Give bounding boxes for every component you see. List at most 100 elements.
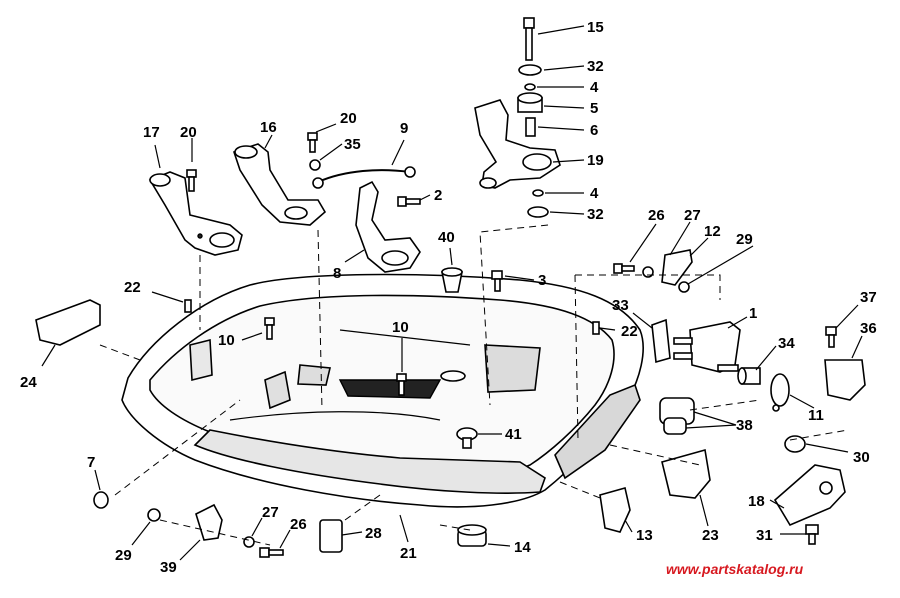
screw-part-26-bottom <box>259 547 284 558</box>
callout-34: 34 <box>778 335 795 352</box>
callout-3: 3 <box>538 272 546 289</box>
washer-part-35 <box>309 159 321 171</box>
lever-part-18 <box>773 464 846 527</box>
callout-4-top: 4 <box>590 79 599 96</box>
screw-part-10-center <box>396 373 407 396</box>
grommet-part-40 <box>441 267 463 293</box>
callout-5: 5 <box>590 100 598 117</box>
callout-6: 6 <box>590 122 598 139</box>
callout-27-top: 27 <box>684 207 701 224</box>
screw-part-20-right <box>307 132 318 153</box>
callout-20-right: 20 <box>340 110 357 127</box>
callout-39: 39 <box>160 559 177 576</box>
callout-20-left: 20 <box>180 124 197 141</box>
fitting-part-1 <box>673 321 741 373</box>
callout-10-center: 10 <box>392 319 409 336</box>
callout-27-bottom: 27 <box>262 504 279 521</box>
callout-41: 41 <box>505 426 522 443</box>
callout-8: 8 <box>333 265 341 282</box>
callout-32-bottom: 32 <box>587 206 604 223</box>
callout-14: 14 <box>514 539 531 556</box>
stud-part-22-left <box>184 299 192 313</box>
callout-22-left: 22 <box>124 279 141 296</box>
handle-part-24 <box>35 299 101 346</box>
washer-part-27-bottom <box>243 536 255 548</box>
callout-36: 36 <box>860 320 877 337</box>
callout-31: 31 <box>756 527 773 544</box>
sleeve-part-6 <box>525 117 536 137</box>
watermark-text: www.partskatalog.ru <box>666 561 804 577</box>
callout-30: 30 <box>853 449 870 466</box>
callout-15: 15 <box>587 19 604 36</box>
clip-part-12 <box>661 249 693 286</box>
callout-12: 12 <box>704 223 721 240</box>
pads-part-38 <box>659 397 695 435</box>
callout-17: 17 <box>143 124 160 141</box>
callout-2: 2 <box>434 187 442 204</box>
callout-35: 35 <box>344 136 361 153</box>
bracket-part-19 <box>474 99 561 189</box>
callout-16: 16 <box>260 119 277 136</box>
callout-37: 37 <box>860 289 877 306</box>
clamp-part-11 <box>770 373 790 412</box>
washer-part-4-top <box>524 83 536 91</box>
callout-26-top: 26 <box>648 207 665 224</box>
callout-28: 28 <box>365 525 382 542</box>
callout-1: 1 <box>749 305 757 322</box>
screw-part-26-top <box>613 263 635 274</box>
screw-part-37 <box>825 326 837 348</box>
bolt-part-15 <box>523 17 535 61</box>
screw-part-2 <box>397 196 421 207</box>
bracket-part-16 <box>232 143 327 226</box>
washer-part-32-top <box>518 64 542 76</box>
callout-11: 11 <box>808 407 824 424</box>
callout-40: 40 <box>438 229 455 246</box>
callout-29-bottom: 29 <box>115 547 132 564</box>
lower-cowl-part-21 <box>121 273 644 508</box>
plate-part-33 <box>651 318 671 364</box>
assembly-lines <box>99 224 849 546</box>
callout-23: 23 <box>702 527 719 544</box>
grommet-part-41 <box>456 427 478 449</box>
callout-29-top: 29 <box>736 231 753 248</box>
pad-part-23 <box>661 448 711 499</box>
screw-part-10-left <box>264 317 275 340</box>
bracket-part-17 <box>148 171 243 256</box>
callout-19: 19 <box>587 152 604 169</box>
screw-part-3 <box>491 270 503 292</box>
callout-9: 9 <box>400 120 408 137</box>
callout-22-right: 22 <box>621 323 638 340</box>
callout-labels: 15 32 4 5 6 19 4 32 17 20 16 20 35 9 2 8… <box>20 19 877 576</box>
pad-part-28 <box>319 519 343 553</box>
callout-24: 24 <box>20 374 37 391</box>
screw-part-31 <box>805 524 819 545</box>
screw-part-20-left <box>186 169 197 192</box>
bracket-part-8 <box>355 180 421 273</box>
strap-part-9 <box>312 166 416 189</box>
callout-10-left: 10 <box>218 332 235 349</box>
clip-part-39 <box>195 503 223 541</box>
foot-part-14 <box>457 524 487 547</box>
stud-part-22-right <box>592 321 600 335</box>
washer-part-32-bottom <box>527 206 549 218</box>
washer-part-29-bottom <box>147 508 161 522</box>
cap-part-34 <box>737 367 761 385</box>
callout-18: 18 <box>748 493 765 510</box>
washer-part-4-bottom <box>532 189 544 197</box>
callout-21: 21 <box>400 545 417 562</box>
callout-26-bottom: 26 <box>290 516 307 533</box>
callout-38: 38 <box>736 417 753 434</box>
bracket-part-13 <box>599 487 631 533</box>
bushing-part-5 <box>517 92 543 113</box>
leader-lines <box>41 25 863 561</box>
callout-7: 7 <box>87 454 95 471</box>
callout-32-top: 32 <box>587 58 604 75</box>
plug-part-7 <box>93 491 109 509</box>
callout-33: 33 <box>612 297 629 314</box>
washer-part-29-top <box>678 281 690 293</box>
callout-4-bottom: 4 <box>590 185 599 202</box>
callout-13: 13 <box>636 527 653 544</box>
bracket-part-36 <box>824 359 866 401</box>
